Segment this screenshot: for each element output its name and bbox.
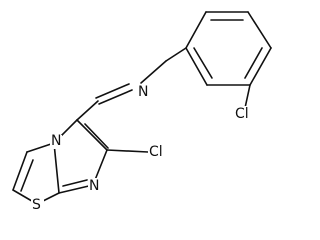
- atom-n-ring: N: [88, 178, 102, 194]
- bond: [185, 11, 207, 49]
- atom-label-n-ring: N: [89, 178, 99, 194]
- bond: [249, 47, 272, 86]
- ring-cl-bond: [106, 149, 149, 153]
- atom-label-n-imine: N: [138, 84, 148, 100]
- bond: [76, 119, 108, 151]
- ch2-n-bond: [140, 60, 167, 84]
- imidazole-ring: [53, 119, 109, 194]
- atom-cl-benzyl: Cl: [234, 106, 256, 122]
- atom-label-s-ring: S: [32, 197, 41, 213]
- atom-n-bridge: N: [50, 133, 62, 149]
- atom-s-ring: S: [31, 197, 44, 213]
- atom-label-n-bridge: N: [51, 133, 61, 149]
- bond: [26, 142, 55, 153]
- aromatic-inner-bond: [244, 47, 263, 79]
- c-n-double-bond-inner: [62, 179, 88, 187]
- chemical-structure: N Cl Cl N N S: [12, 11, 272, 213]
- atom-n-imine: N: [137, 84, 151, 100]
- bond: [58, 184, 94, 194]
- atom-label-cl-ring: Cl: [149, 144, 163, 160]
- imine-double-bond: [98, 89, 133, 105]
- atom-cl-ring: Cl: [148, 144, 170, 160]
- imine-double-bond: [95, 83, 130, 99]
- atom-label-cl-benzyl: Cl: [235, 106, 249, 122]
- aromatic-inner-bond: [193, 47, 213, 79]
- bond: [53, 142, 60, 194]
- aryl-cl-bond: [244, 84, 251, 109]
- benzene-ring: [185, 11, 272, 86]
- thiazole-ring: [12, 142, 60, 205]
- bond: [247, 11, 272, 49]
- benzylic-bond: [165, 47, 187, 62]
- imine-c-ring-bond: [76, 100, 99, 121]
- double-bond-inner: [84, 123, 109, 149]
- bond: [12, 151, 28, 191]
- double-bond-inner: [20, 159, 34, 192]
- bond: [185, 47, 208, 86]
